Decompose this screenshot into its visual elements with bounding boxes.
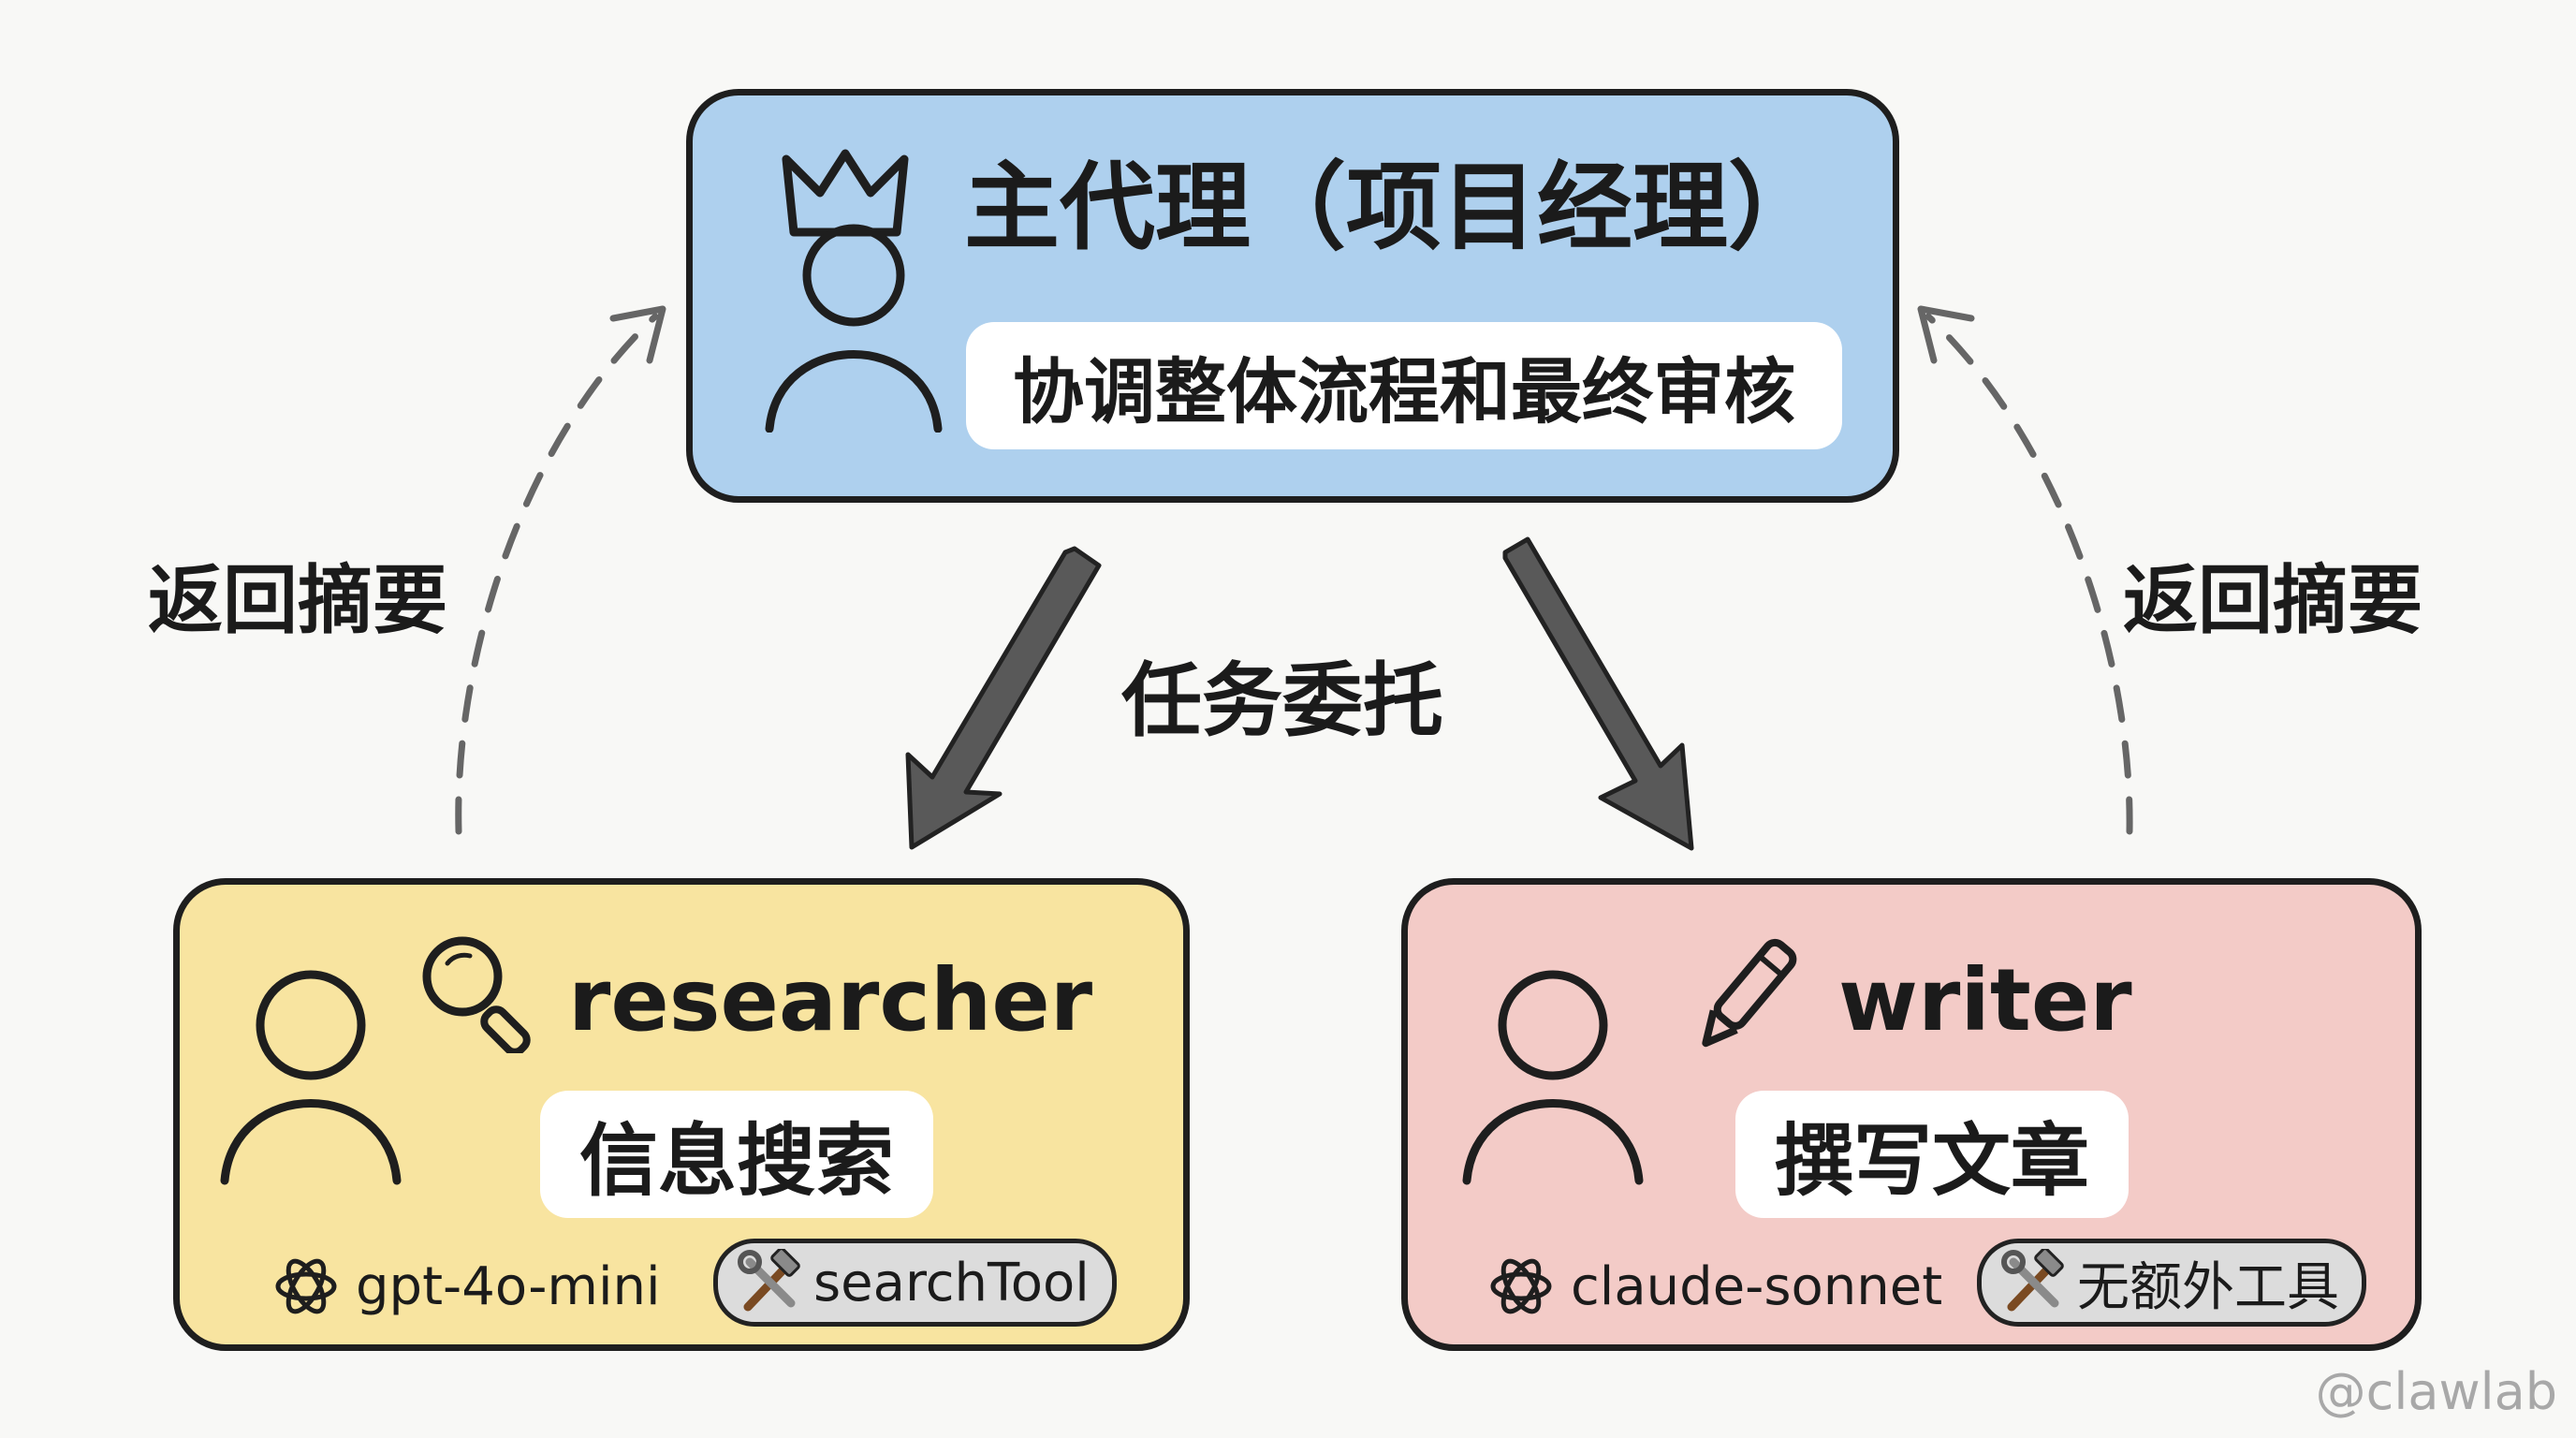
openai-logo-icon <box>1490 1258 1552 1314</box>
return-arrowhead-right <box>1917 305 1975 364</box>
watermark: @clawlab <box>2315 1362 2557 1421</box>
person-icon <box>1462 970 1644 1185</box>
delegate-label: 任务委托 <box>1121 654 1443 748</box>
writer-description: 撰写文章 <box>1735 1091 2129 1218</box>
pen-icon <box>1702 938 1797 1048</box>
writer-model: claude-sonnet <box>1486 1252 1942 1321</box>
writer-model-name: claude-sonnet <box>1571 1255 1943 1317</box>
crown-icon <box>782 149 909 237</box>
writer-tool-name: 无额外工具 <box>2077 1256 2339 1318</box>
magnifier-icon <box>422 936 531 1053</box>
researcher-tool-name: searchTool <box>813 1252 1090 1313</box>
tools-icon <box>738 1249 800 1312</box>
writer-tool-chip: 无额外工具 <box>1977 1239 2366 1327</box>
main-agent-node[interactable]: 主代理（项目经理） 协调整体流程和最终审核 <box>686 89 1899 503</box>
return-label-right: 返回摘要 <box>2123 557 2422 644</box>
return-label-left: 返回摘要 <box>148 557 447 644</box>
tools-icon <box>2001 1249 2064 1312</box>
main-agent-title: 主代理（项目经理） <box>964 153 1823 264</box>
openai-logo-icon <box>275 1258 337 1314</box>
delegate-arrow-right <box>1502 536 1694 851</box>
writer-title: writer <box>1838 950 2132 1050</box>
return-edge-left <box>455 313 659 835</box>
researcher-model-name: gpt-4o-mini <box>356 1255 661 1317</box>
researcher-description: 信息搜索 <box>540 1091 933 1218</box>
person-icon <box>765 224 943 433</box>
researcher-node[interactable]: researcher 信息搜索 gpt-4o-mini searchTool <box>173 878 1190 1351</box>
researcher-tool-chip: searchTool <box>713 1239 1117 1327</box>
person-icon <box>220 970 402 1185</box>
return-edge-right <box>1925 313 2133 835</box>
researcher-model: gpt-4o-mini <box>271 1252 661 1321</box>
delegate-arrow-left <box>905 546 1102 850</box>
writer-node[interactable]: writer 撰写文章 claude-sonnet 无额外工具 <box>1401 878 2422 1351</box>
return-arrowhead-left <box>609 305 666 364</box>
main-agent-description: 协调整体流程和最终审核 <box>966 322 1842 449</box>
researcher-title: researcher <box>568 950 1093 1050</box>
